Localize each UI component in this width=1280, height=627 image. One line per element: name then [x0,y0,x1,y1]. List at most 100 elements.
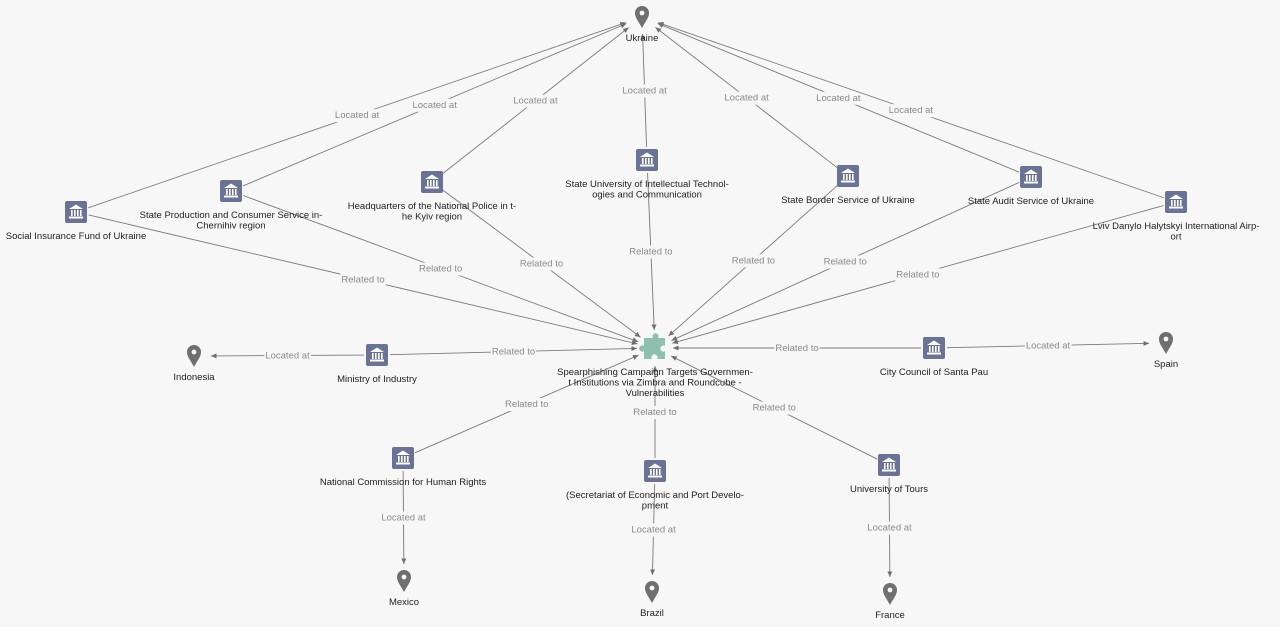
edge-state_university-ukraine[interactable]: Located at [621,33,669,148]
node-lviv_airport[interactable]: Lviv Danylo Halytskyi International Airp… [1093,191,1260,243]
edge-secretariat-brazil[interactable]: Located at [630,483,678,576]
edge-label-background [380,511,428,525]
edge-social_insurance-ukraine[interactable]: Located at [88,22,627,209]
edge-label-background [512,94,559,108]
edge-state_border-ukraine[interactable]: Located at [655,27,838,169]
edge-label: Located at [335,110,380,121]
edge-state_audit-ukraine[interactable]: Located at [657,23,1020,173]
node-spain[interactable]: Spain [1154,332,1178,370]
edge-label-background [887,104,935,118]
node-label: State Audit Service of Ukraine [968,196,1094,207]
edge-label: Located at [412,100,457,111]
edge-label-background [1024,339,1072,353]
edge-city_council-spain[interactable]: Located at [946,339,1150,353]
node-indonesia[interactable]: Indonesia [173,345,215,383]
edge-state_university-campaign[interactable]: Related to [628,172,674,331]
edge-label: Located at [889,105,934,116]
edge-national_commission-mexico[interactable]: Located at [380,470,428,565]
edge-label: Related to [753,403,796,414]
building-icon [392,447,414,469]
node-label: (Secretariat of Economic and Port Develo… [566,490,744,501]
map-pin-icon [635,6,649,28]
edge-hq_police-ukraine[interactable]: Located at [441,27,629,175]
edge-city_council-campaign[interactable]: Related to [673,342,921,355]
edge-label: Related to [732,255,775,266]
edge-label-background [490,345,537,359]
edge-label-background [518,257,565,271]
node-label: Mexico [389,597,419,608]
edge-national_commission-campaign[interactable]: Related to [414,354,639,454]
edge-label: Related to [824,256,867,267]
edge-univ_tours-campaign[interactable]: Related to [670,355,878,460]
node-label: State Border Service of Ukraine [781,195,915,206]
edge-univ_tours-france[interactable]: Located at [866,477,914,578]
edge-label-background [628,245,674,259]
building-icon [421,171,443,193]
edge-label-background [630,523,678,537]
puzzle-icon [639,333,665,359]
node-label: France [875,610,905,621]
edge-label-background [751,401,797,415]
map-pin-icon [1159,332,1173,354]
edge-state_production-campaign[interactable]: Related to [243,195,639,343]
edge-lviv_airport-ukraine[interactable]: Located at [657,22,1164,199]
node-state_university[interactable]: State University of Intellectual Technol… [565,149,729,201]
edge-label-background [815,91,862,105]
building-icon [837,165,859,187]
edge-label-background [723,91,771,105]
node-state_border[interactable]: State Border Service of Ukraine [781,165,915,206]
node-label: Chernihiv region [196,221,265,232]
building-icon [923,337,945,359]
node-social_insurance[interactable]: Social Insurance Fund of Ukraine [6,201,146,242]
edge-lviv_airport-campaign[interactable]: Related to [672,205,1164,345]
edge-label: Related to [775,343,818,354]
edge-state_border-campaign[interactable]: Related to [668,184,839,337]
node-ukraine[interactable]: Ukraine [626,6,659,44]
edge-label: Related to [341,274,384,285]
node-label: State Production and Consumer Service in… [140,210,323,221]
edge-label-background [866,521,914,535]
node-label: Indonesia [173,372,215,383]
node-state_audit[interactable]: State Audit Service of Ukraine [968,166,1094,207]
edge-label: Located at [622,85,667,96]
edge-secretariat-campaign[interactable]: Related to [632,366,678,458]
edge-label-background [264,349,312,363]
node-mexico[interactable]: Mexico [389,570,419,608]
node-national_commission[interactable]: National Commission for Human Rights [320,447,487,488]
node-france[interactable]: France [875,583,905,621]
node-brazil[interactable]: Brazil [640,581,664,619]
edge-label-background [333,109,381,123]
node-hq_police[interactable]: Headquarters of the National Police in t… [348,171,516,223]
edge-label: Located at [724,93,769,104]
map-pin-icon [187,345,201,367]
edge-label-background [417,262,464,276]
map-pin-icon [645,581,659,603]
edge-label-background [504,398,550,412]
node-city_council[interactable]: City Council of Santa Pau [880,337,988,378]
node-state_production[interactable]: State Production and Consumer Service in… [140,180,323,232]
edge-ministry_industry-campaign[interactable]: Related to [389,345,638,359]
node-label: Vulnerabilities [626,388,685,399]
building-icon [878,454,900,476]
edge-label: Related to [505,399,548,410]
building-icon [1020,166,1042,188]
edge-state_audit-campaign[interactable]: Related to [671,181,1020,341]
edge-label-background [895,268,941,282]
edge-label-background [730,254,777,268]
node-univ_tours[interactable]: University of Tours [850,454,928,495]
edge-ministry_industry-indonesia[interactable]: Located at [210,349,365,363]
building-icon [65,201,87,223]
edge-hq_police-campaign[interactable]: Related to [442,189,641,338]
edge-label-background [632,406,678,419]
node-label: Headquarters of the National Police in t… [348,201,516,212]
edge-label-background [340,273,386,287]
node-secretariat[interactable]: (Secretariat of Economic and Port Develo… [566,460,744,512]
edge-label: Related to [492,347,535,358]
edge-state_production-ukraine[interactable]: Located at [242,23,627,187]
edge-social_insurance-campaign[interactable]: Related to [88,214,638,346]
node-label: Spain [1154,359,1178,370]
node-ministry_industry[interactable]: Ministry of Industry [337,344,417,385]
node-campaign[interactable]: Spearphishing Campaign Targets Governmen… [557,333,753,399]
